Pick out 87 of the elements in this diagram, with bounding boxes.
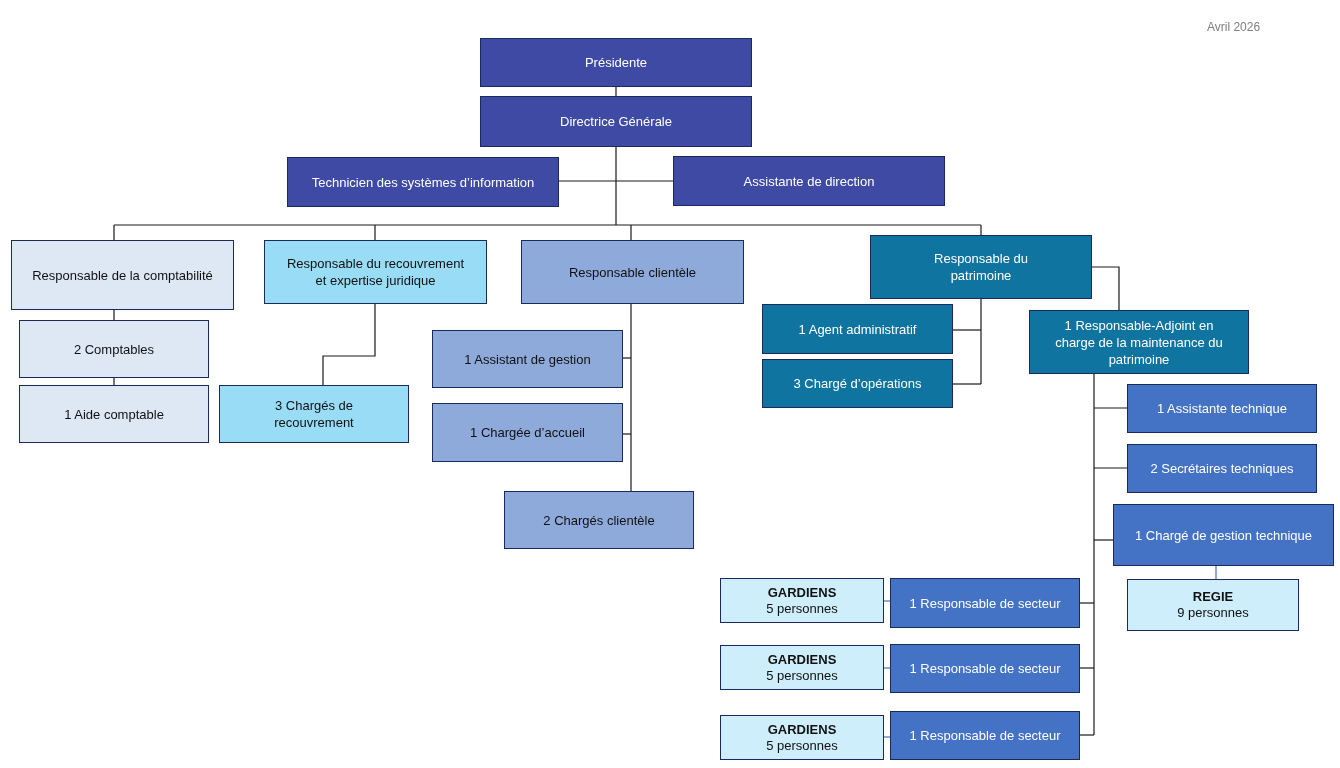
connector-line bbox=[883, 600, 891, 602]
position-box bbox=[890, 711, 1080, 760]
team-name: GARDIENS bbox=[767, 584, 837, 601]
position-box bbox=[1127, 384, 1317, 433]
position-title: 3 Chargé d’opérations bbox=[793, 375, 922, 392]
connector-line bbox=[113, 377, 115, 386]
position-title: 2 Comptables bbox=[73, 340, 155, 358]
connector-line bbox=[622, 433, 632, 435]
connector-line bbox=[1091, 266, 1120, 311]
position-title: 2 Secrétaires techniques bbox=[1150, 460, 1294, 477]
connector-line bbox=[980, 298, 982, 385]
team-box bbox=[720, 645, 884, 690]
position-title: 1 Chargée d’accueil bbox=[470, 424, 585, 441]
connector-line bbox=[630, 224, 632, 241]
connector-line bbox=[883, 736, 891, 738]
team-name: REGIE bbox=[1192, 589, 1234, 605]
connector-line bbox=[630, 303, 632, 435]
position-box bbox=[870, 235, 1092, 299]
position-title: 1 Assistante technique bbox=[1156, 400, 1288, 417]
position-box bbox=[762, 359, 953, 408]
headcount: 5 personnes bbox=[766, 667, 838, 684]
position-box bbox=[762, 304, 953, 354]
position-title: 1 Agent administratif bbox=[798, 320, 917, 338]
position-box bbox=[432, 403, 623, 462]
connector-line bbox=[1079, 667, 1095, 669]
position-box bbox=[480, 96, 752, 147]
position-title: 1 Responsable-Adjoint en charge de la maintenance du patrimoine bbox=[1054, 316, 1224, 368]
connector-line bbox=[1079, 734, 1095, 736]
position-box bbox=[1113, 504, 1334, 566]
team-box bbox=[720, 715, 884, 760]
position-title: Technicien des systèmes d’information bbox=[311, 173, 535, 191]
connector-line bbox=[952, 329, 982, 331]
position-title: 1 Responsable de secteur bbox=[909, 594, 1061, 612]
connector-line bbox=[322, 303, 376, 386]
headcount: 5 personnes bbox=[766, 737, 838, 754]
position-box bbox=[673, 156, 945, 206]
connector-line bbox=[1093, 407, 1128, 409]
position-title: Responsable clientèle bbox=[568, 263, 697, 281]
position-title: 1 Responsable de secteur bbox=[909, 727, 1061, 744]
position-title: Responsable du patrimoine bbox=[933, 250, 1029, 284]
connector-line bbox=[615, 86, 617, 97]
team-name: GARDIENS bbox=[767, 651, 837, 668]
position-box bbox=[287, 157, 559, 207]
position-title: Responsable de la comptabilité bbox=[32, 266, 213, 284]
position-title: Responsable du recouvrement et expertise juridique bbox=[285, 255, 466, 289]
position-title: 1 Responsable de secteur bbox=[909, 660, 1061, 677]
position-box bbox=[19, 320, 209, 378]
position-box bbox=[504, 491, 694, 549]
position-box bbox=[480, 38, 752, 87]
position-box bbox=[1127, 444, 1317, 493]
position-box bbox=[11, 240, 234, 310]
position-box bbox=[264, 240, 487, 304]
connector-line bbox=[1093, 467, 1128, 469]
connector-line bbox=[630, 433, 632, 492]
position-title: 1 Assistant de gestion bbox=[464, 350, 591, 368]
position-box bbox=[432, 330, 623, 388]
position-box bbox=[521, 240, 744, 304]
connector-line bbox=[615, 180, 674, 182]
connector-line bbox=[980, 224, 982, 236]
team-box bbox=[720, 578, 884, 623]
position-box bbox=[19, 385, 209, 443]
position-box bbox=[1029, 310, 1249, 374]
connector-line bbox=[622, 357, 632, 359]
position-title: 1 Aide comptable bbox=[64, 405, 164, 423]
connector-line bbox=[1215, 565, 1217, 580]
connector-line bbox=[883, 667, 891, 669]
position-box bbox=[219, 385, 409, 443]
connector-line bbox=[113, 309, 115, 321]
team-box bbox=[1127, 579, 1299, 631]
position-title: 3 Chargés de recouvrement bbox=[273, 397, 355, 431]
position-box bbox=[890, 644, 1080, 693]
position-title: Présidente bbox=[584, 54, 648, 71]
connector-line bbox=[1093, 373, 1095, 736]
position-title: Assistante de direction bbox=[743, 172, 875, 190]
connector-line bbox=[952, 383, 982, 385]
team-name: GARDIENS bbox=[767, 721, 837, 738]
connector-line bbox=[113, 224, 115, 241]
position-title: 1 Chargé de gestion technique bbox=[1134, 526, 1313, 544]
connector-line bbox=[1079, 602, 1095, 604]
position-title: 2 Chargés clientèle bbox=[543, 511, 655, 529]
date-label: Avril 2026 bbox=[1207, 20, 1261, 34]
position-title: Directrice Générale bbox=[560, 113, 672, 130]
position-box bbox=[890, 578, 1080, 628]
connector-line bbox=[1093, 539, 1114, 541]
connector-line bbox=[374, 224, 376, 241]
headcount: 5 personnes bbox=[766, 600, 838, 617]
headcount: 9 personnes bbox=[1177, 605, 1249, 621]
